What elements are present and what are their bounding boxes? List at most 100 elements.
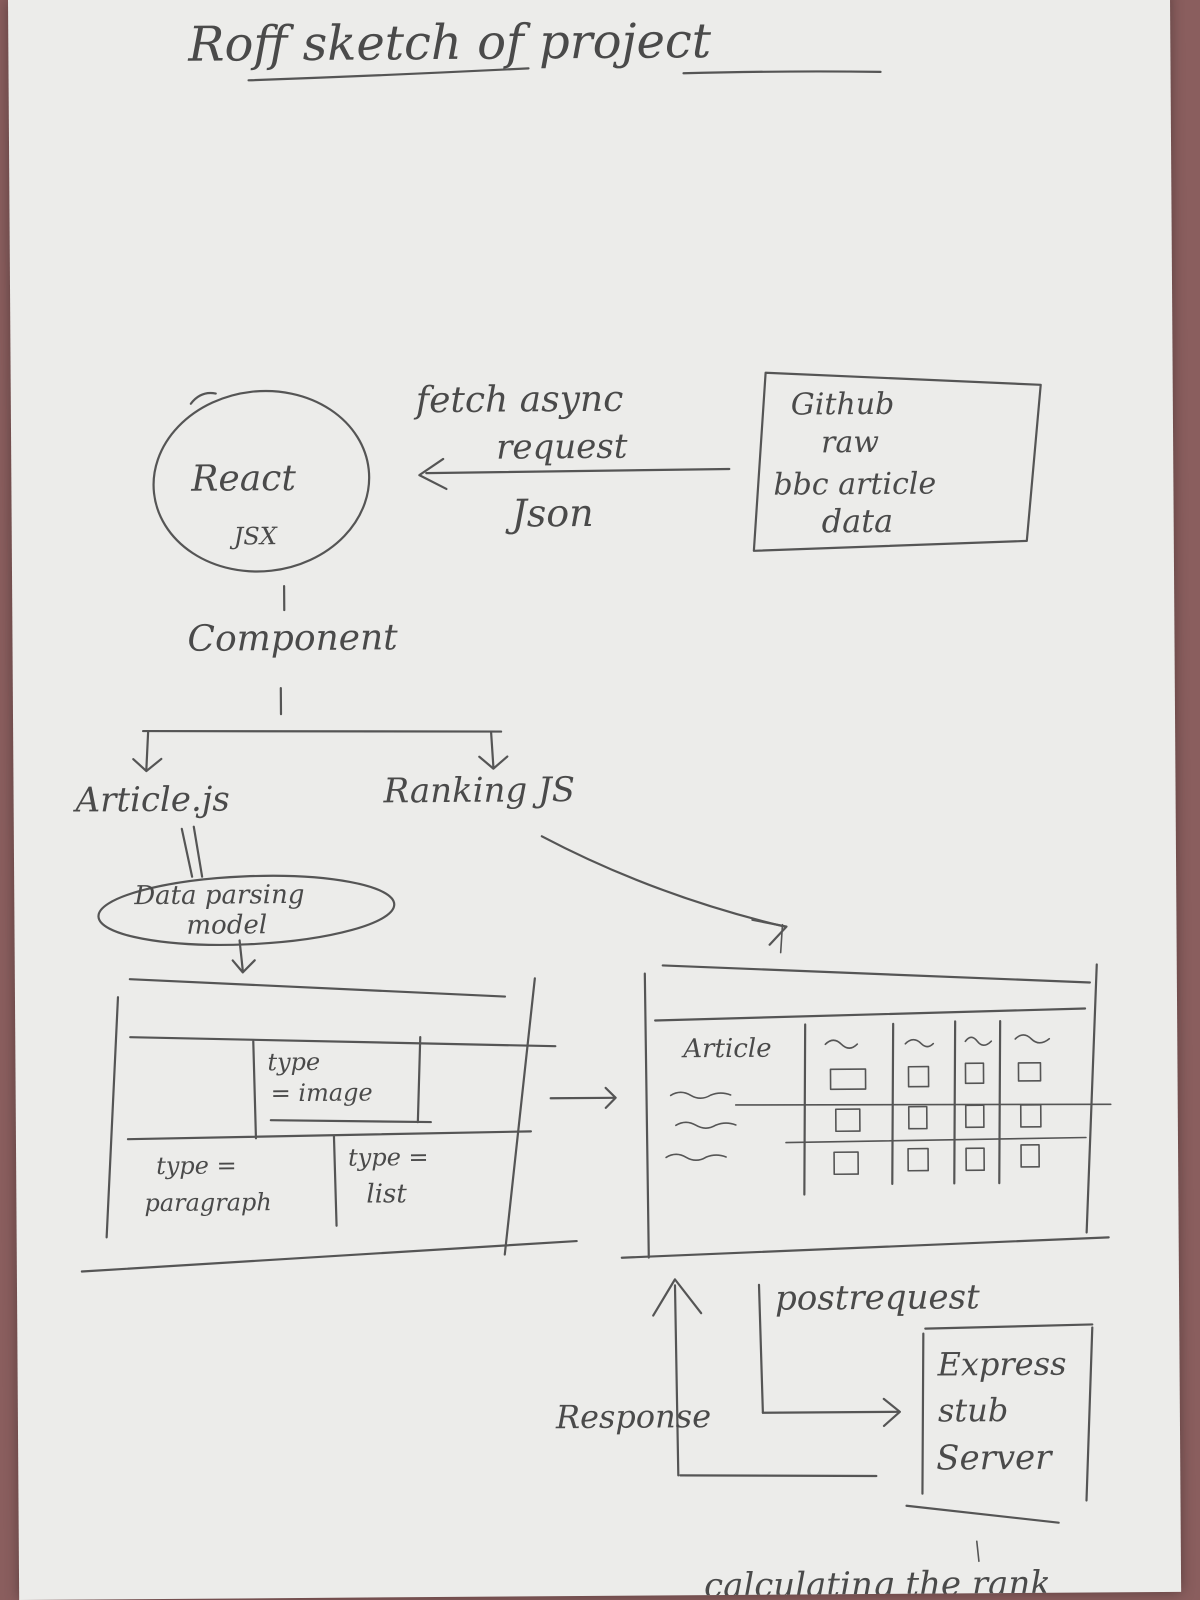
react-node-overlap <box>189 391 217 405</box>
type-list-line-2: list <box>366 1179 407 1209</box>
ranking-cell <box>907 1147 929 1172</box>
ranking-layout-bottom <box>620 1236 1110 1259</box>
response-arrow <box>673 1284 680 1477</box>
ranking-header-article: Article <box>681 1034 771 1065</box>
ranking-header-squiggle-1 <box>824 1039 859 1049</box>
ranking-arrow-head <box>751 918 788 946</box>
type-list-line-1: type = <box>348 1143 429 1172</box>
data-parsing-node <box>97 874 396 946</box>
diagram-canvas: Roff sketch of project React JSX fetch a… <box>72 13 1112 1600</box>
ranking-header-squiggle-2 <box>904 1038 935 1048</box>
type-paragraph-line-2: paragraph <box>144 1188 272 1217</box>
fetch-arrow-head <box>418 457 448 491</box>
ranking-cell <box>907 1065 930 1088</box>
ranking-col-4 <box>998 1019 1002 1185</box>
article-layout-right <box>503 977 536 1256</box>
type-image-line-2: = image <box>271 1078 373 1107</box>
article-layout-left <box>105 996 120 1239</box>
ranking-cell <box>965 1147 985 1172</box>
ranking-cell <box>1020 1144 1040 1168</box>
express-box-bottom <box>905 1504 1060 1524</box>
post-request-drop <box>757 1283 764 1414</box>
ranking-col-2 <box>891 1022 895 1185</box>
ranking-table-top <box>654 1007 1087 1022</box>
express-line-3: Server <box>936 1438 1053 1479</box>
jsx-label: JSX <box>229 522 278 550</box>
ranking-arrow <box>540 835 786 928</box>
github-line-3: bbc article <box>773 467 936 503</box>
data-parsing-line-2: model <box>186 910 267 941</box>
image-box-bottom <box>269 1119 432 1124</box>
post-request-arrow <box>761 1410 899 1414</box>
express-line-1: Express <box>936 1345 1066 1384</box>
branch-right-head <box>478 755 509 770</box>
express-box-right <box>1085 1326 1094 1502</box>
article-js-label: Article.js <box>72 779 229 820</box>
json-label: Json <box>504 491 593 536</box>
ranking-layout-right <box>1085 963 1098 1234</box>
ranking-cell <box>829 1068 867 1091</box>
request-label: request <box>496 427 628 468</box>
article-layout-mid-line <box>126 1130 533 1141</box>
data-parsing-line-1: Data parsing <box>133 880 304 911</box>
github-line-2: raw <box>821 425 879 460</box>
parse-line-a <box>180 827 194 878</box>
diagram-title: Roff sketch of project <box>187 13 712 73</box>
footer-tick <box>975 1540 980 1563</box>
github-line-4: data <box>822 502 894 540</box>
article-layout-top <box>128 978 507 998</box>
ranking-cell <box>907 1105 928 1130</box>
express-box-left <box>921 1332 925 1495</box>
component-branch <box>142 729 503 733</box>
ranking-cell <box>1019 1104 1042 1128</box>
fetch-arrow <box>425 467 731 475</box>
paragraph-list-divider <box>332 1134 338 1227</box>
post-request-label: postrequest <box>775 1277 980 1318</box>
ranking-row-line-1 <box>734 1103 1112 1106</box>
ranking-header-squiggle-3 <box>964 1036 993 1047</box>
ranking-row-squiggle-1 <box>669 1091 732 1099</box>
type-paragraph-line-1: type = <box>156 1151 237 1180</box>
github-box <box>752 371 1042 552</box>
parse-arrow-head <box>231 959 256 974</box>
article-to-ranking-head <box>604 1086 617 1109</box>
type-image-line-1: type <box>267 1048 320 1076</box>
github-line-1: Github <box>791 387 895 423</box>
ranking-cell <box>833 1151 860 1176</box>
post-request-head <box>882 1397 901 1428</box>
response-arrow-head <box>652 1278 703 1317</box>
react-label: React <box>190 458 296 500</box>
sketch-paper: Roff sketch of project React JSX fetch a… <box>8 0 1182 1600</box>
express-line-2: stub <box>938 1391 1009 1429</box>
response-bottom-line <box>679 1474 878 1478</box>
title-underline-1 <box>247 67 530 82</box>
ranking-row-squiggle-2 <box>675 1121 737 1129</box>
parse-line-b <box>192 825 204 878</box>
ranking-layout-top <box>661 964 1091 984</box>
branch-left-drop <box>145 730 150 771</box>
component-label: Component <box>187 617 398 659</box>
ranking-cell <box>1017 1062 1042 1082</box>
fetch-label: fetch async <box>413 379 624 421</box>
ranking-cell <box>964 1104 985 1129</box>
ranking-cell <box>834 1108 861 1133</box>
ranking-header-squiggle-4 <box>1014 1034 1051 1044</box>
branch-left-head <box>132 757 163 773</box>
ranking-arrow-tick <box>779 923 784 954</box>
express-box-top <box>924 1323 1094 1330</box>
article-layout-header-line <box>129 1036 557 1048</box>
ranking-col-1 <box>803 1023 807 1196</box>
react-node <box>152 389 371 573</box>
ranking-layout-left <box>643 972 650 1259</box>
image-box-left <box>252 1040 258 1140</box>
title-underline-2 <box>682 70 882 75</box>
parse-to-layout-line <box>238 939 244 972</box>
ranking-row-line-2 <box>785 1136 1087 1144</box>
response-label: Response <box>555 1397 711 1436</box>
ranking-col-3 <box>953 1020 957 1185</box>
ranking-js-label: Ranking JS <box>382 770 575 811</box>
image-box-right <box>416 1036 422 1124</box>
ranking-row-squiggle-3 <box>665 1153 727 1162</box>
branch-right-drop <box>490 731 495 768</box>
footer-note: calculating the rank <box>704 1564 1051 1600</box>
